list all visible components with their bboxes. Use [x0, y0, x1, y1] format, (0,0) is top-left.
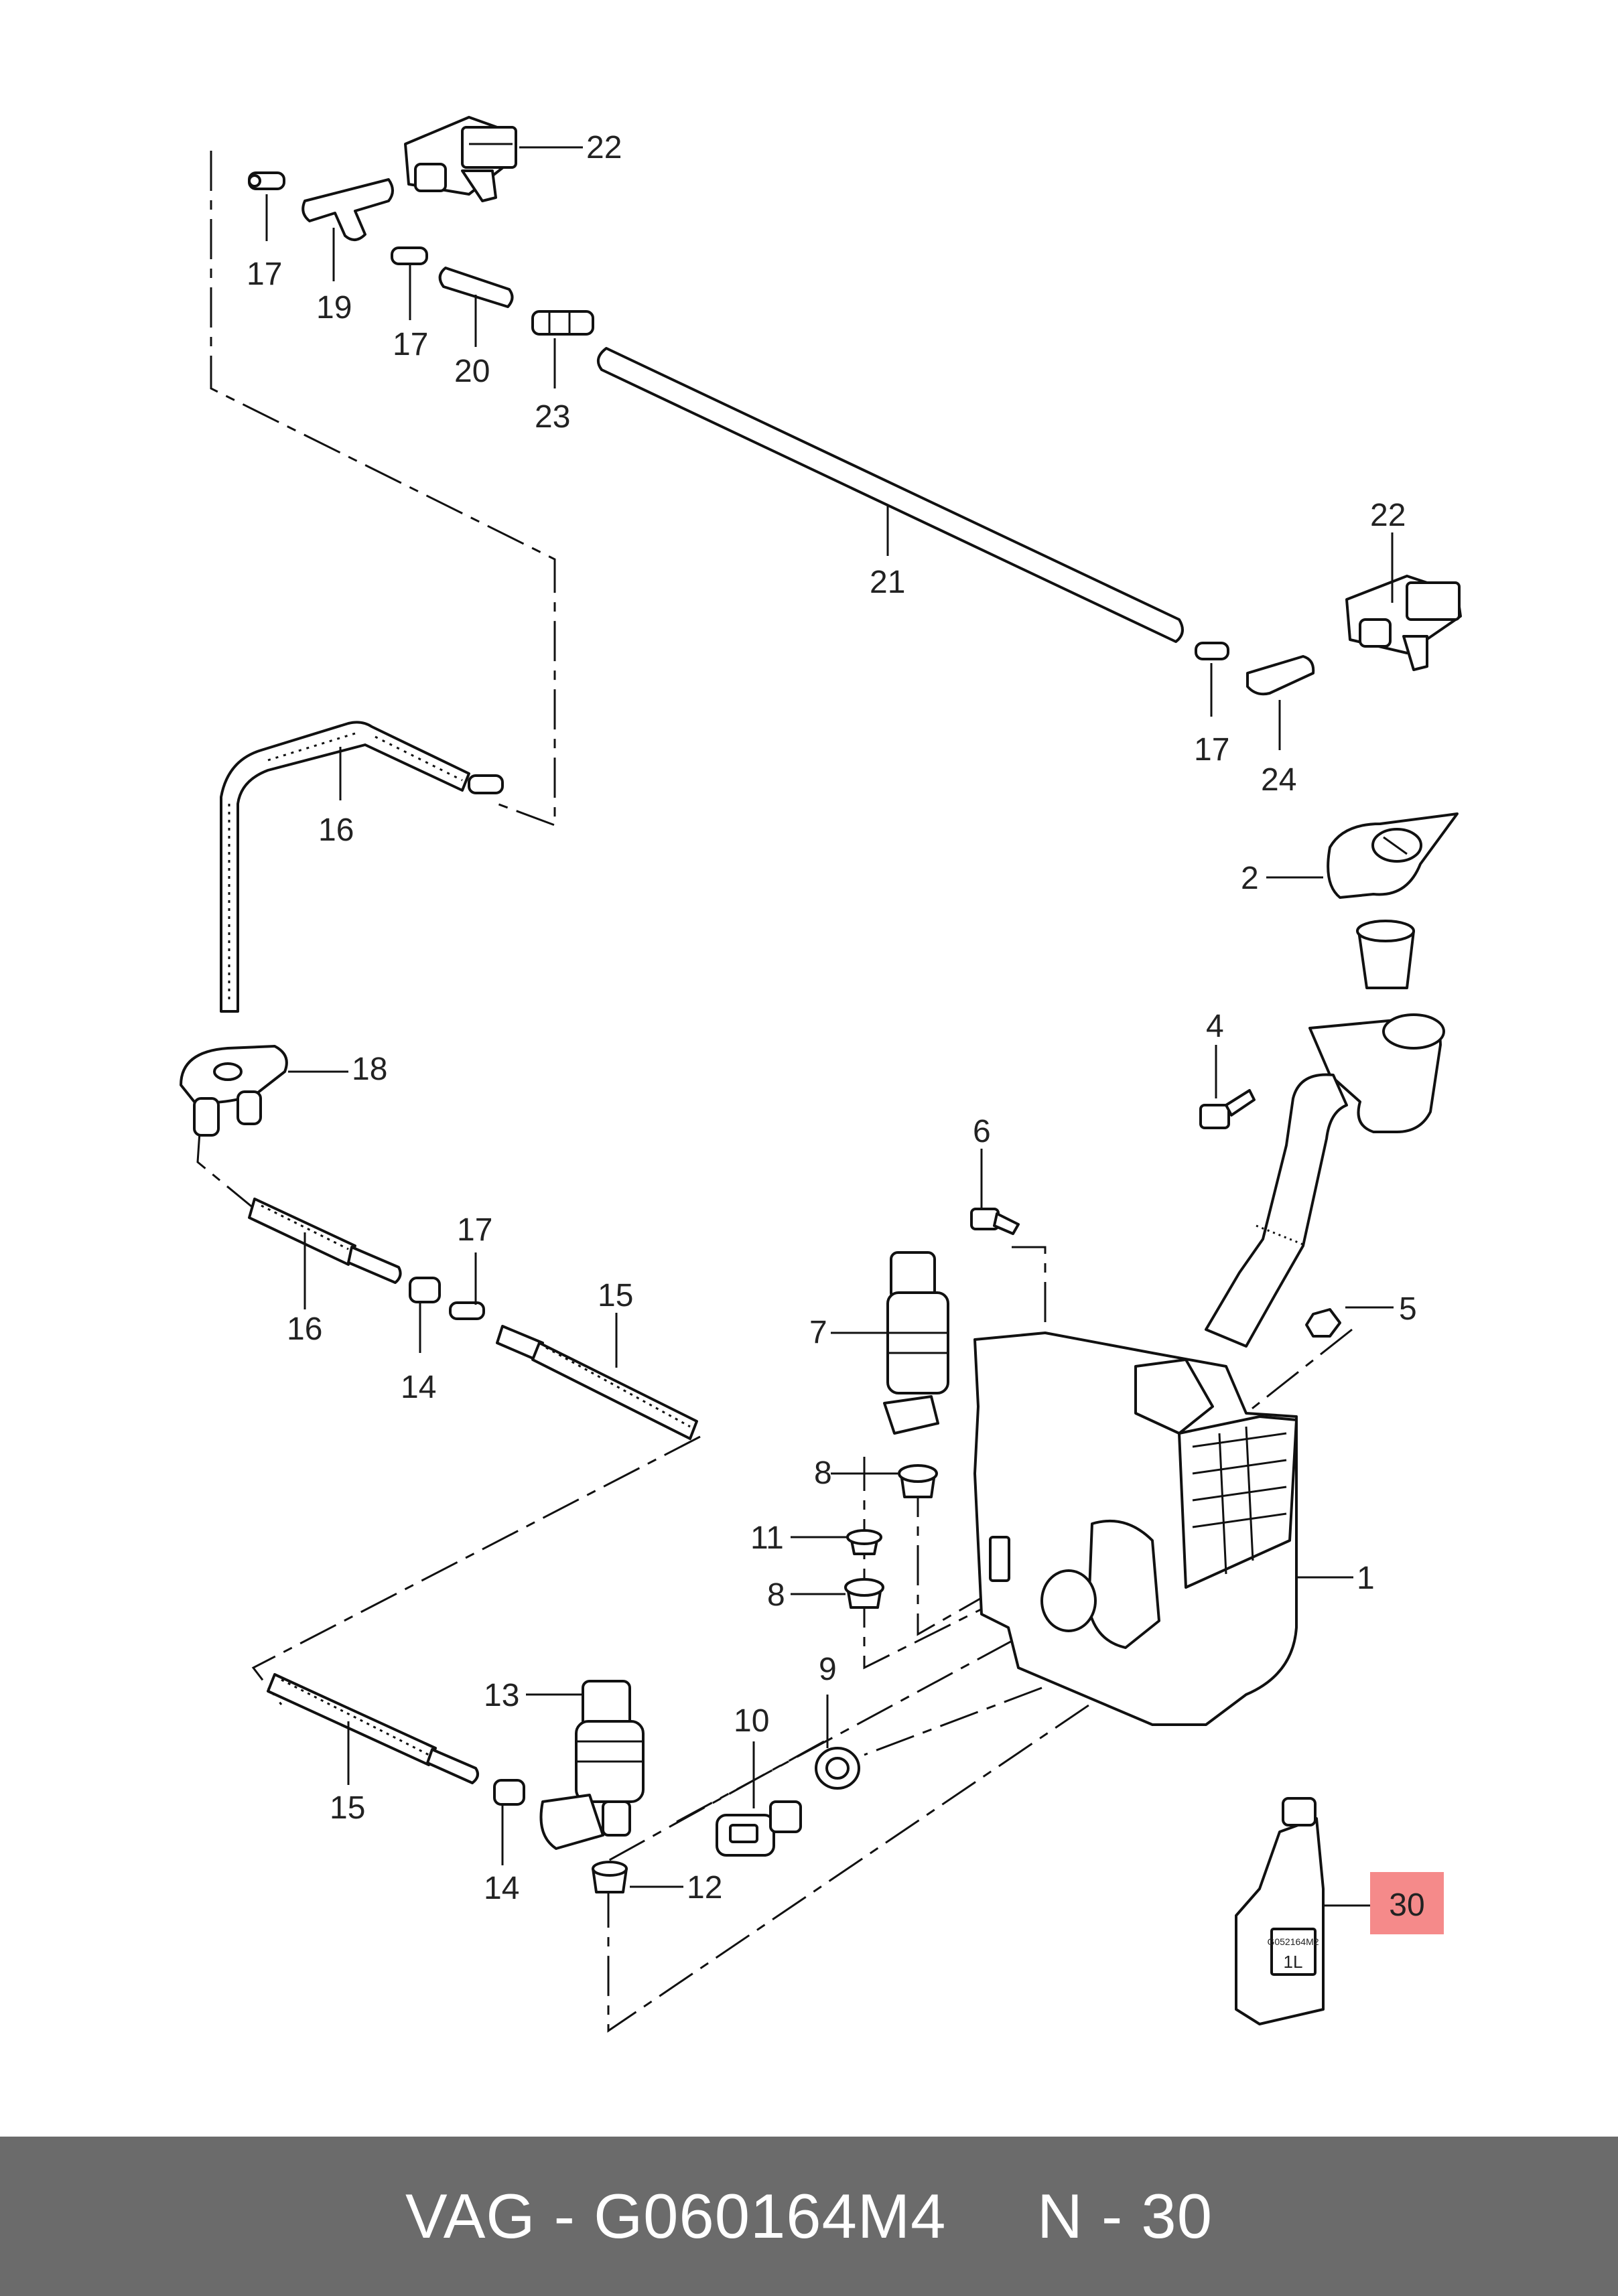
- hose-21: [596, 347, 1184, 643]
- footer-text: VAG - G060164M4 N - 30: [405, 2181, 1213, 2251]
- label-8-b: 8: [767, 1577, 785, 1613]
- coupling-14-a: [409, 1277, 441, 1303]
- label-23: 23: [535, 399, 570, 435]
- washer-reservoir-1: [973, 1332, 1298, 1726]
- bolt-6: [970, 1208, 1020, 1235]
- label-15-mid: 15: [598, 1278, 633, 1313]
- plug-11: [846, 1529, 882, 1555]
- corrugated-hose-15-mid: [496, 1325, 698, 1440]
- corrugated-hose-16-top: [220, 721, 504, 1013]
- label-10: 10: [734, 1703, 769, 1739]
- label-16-top: 16: [318, 812, 354, 848]
- connector-17-d: [449, 1301, 485, 1320]
- check-valve-23: [531, 310, 594, 336]
- elbow-hose-19: [301, 178, 394, 241]
- nut-5: [1305, 1308, 1341, 1338]
- label-17-d: 17: [457, 1212, 492, 1248]
- filler-neck: [1205, 1013, 1445, 1348]
- leader-lines: [265, 146, 1394, 1907]
- label-5: 5: [1399, 1291, 1417, 1327]
- label-19: 19: [316, 290, 352, 326]
- label-1: 1: [1357, 1561, 1375, 1596]
- label-15-low: 15: [330, 1790, 365, 1826]
- label-17-a: 17: [247, 257, 282, 292]
- seal-ring-9: [815, 1747, 860, 1790]
- washer-fluid-bottle-30: G052164M2 1L: [1235, 1797, 1325, 2025]
- corrugated-hose-16-mid: [248, 1198, 402, 1284]
- coupling-14-b: [493, 1779, 525, 1806]
- grommet-12: [592, 1861, 628, 1893]
- part-30-highlight: [1370, 1872, 1444, 1934]
- connector-17-a: [248, 171, 285, 190]
- bolt-4: [1199, 1089, 1256, 1129]
- washer-nozzle-22-right: [1345, 575, 1462, 671]
- label-2: 2: [1241, 861, 1259, 896]
- filler-strainer: [1356, 920, 1415, 989]
- part-labels: 22 17 19 17 20 23 21 22 17 24 16 2 4 18 …: [247, 130, 1425, 1923]
- washer-pump-7: [883, 1251, 949, 1435]
- label-6: 6: [973, 1114, 991, 1149]
- level-sensor-10: [716, 1800, 802, 1857]
- label-4: 4: [1206, 1009, 1224, 1044]
- label-24: 24: [1261, 762, 1296, 798]
- label-8-a: 8: [814, 1455, 832, 1491]
- label-21: 21: [870, 565, 905, 600]
- connector-17-b: [391, 246, 428, 265]
- label-18: 18: [352, 1052, 387, 1087]
- grommet-8-a: [898, 1464, 938, 1498]
- label-9: 9: [819, 1652, 837, 1687]
- label-17-b: 17: [393, 327, 428, 362]
- corrugated-hose-15-low: [267, 1673, 480, 1784]
- washer-pump-13: [539, 1680, 645, 1850]
- label-14-mid: 14: [401, 1370, 436, 1405]
- label-22-top: 22: [586, 130, 622, 165]
- label-22-right: 22: [1370, 498, 1406, 533]
- elbow-hose-24: [1246, 655, 1315, 696]
- washer-nozzle-22-top: [404, 116, 517, 202]
- grommet-8-b: [844, 1578, 884, 1609]
- bottle-label-text: G052164M2: [1267, 1936, 1319, 1947]
- label-16-mid: 16: [287, 1311, 322, 1347]
- grommet-18: [180, 1045, 288, 1137]
- part-number-footer: VAG - G060164M4 N - 30: [0, 2137, 1618, 2296]
- label-12: 12: [687, 1870, 722, 1906]
- hose-20: [438, 267, 514, 308]
- bottle-volume-text: 1L: [1284, 1952, 1303, 1972]
- filler-cap-2: [1327, 812, 1459, 899]
- label-20: 20: [454, 354, 490, 389]
- exploded-parts-diagram: G052164M2 1L: [180, 116, 1462, 2033]
- connector-17-c: [1195, 642, 1229, 660]
- label-13: 13: [484, 1678, 519, 1713]
- label-17-c: 17: [1194, 732, 1229, 768]
- label-11: 11: [750, 1520, 784, 1556]
- label-14-low: 14: [484, 1871, 519, 1906]
- label-7: 7: [809, 1315, 827, 1350]
- label-30: 30: [1389, 1887, 1424, 1923]
